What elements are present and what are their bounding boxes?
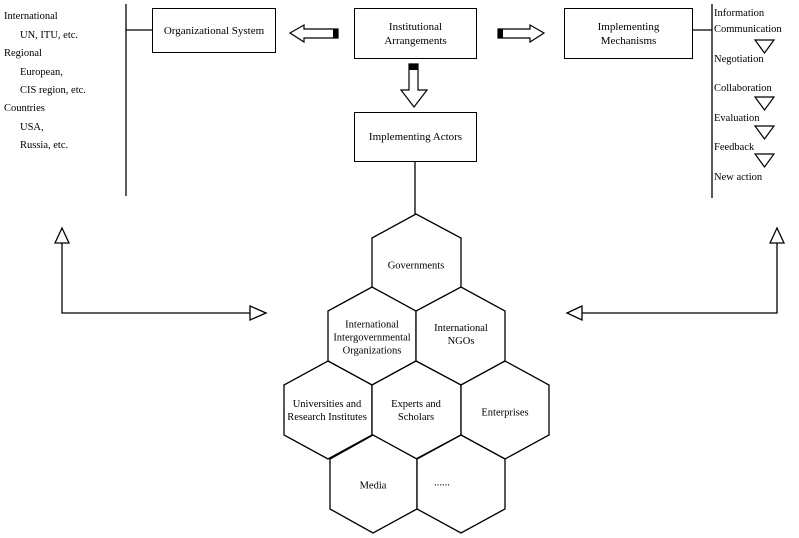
right-list-information: Information (714, 8, 765, 19)
right-list-new-action: New action (714, 172, 763, 183)
left-list-regional-item-1: European, (20, 67, 63, 78)
hex-label-universities: Universities and Research Institutes (287, 399, 367, 423)
left-list-international: International (4, 11, 58, 22)
right-list-triangles (753, 39, 776, 169)
left-list-countries-item-2: Russia, etc. (20, 140, 69, 151)
hex-label-experts: Experts and Scholars (391, 399, 441, 423)
institutional-arrangements-label: Institutional Arrangements (384, 20, 447, 47)
right-loop-arrow (565, 226, 786, 322)
hex-label-governments: Governments (387, 260, 445, 272)
left-list-regional: Regional (4, 48, 42, 59)
hex-label-ngos: International NGOs (434, 323, 488, 347)
implementing-mechanisms-box: Implementing Mechanisms (564, 8, 693, 59)
hexagon-cluster (283, 213, 550, 534)
left-loop-arrow (53, 226, 268, 321)
arrow-to-implementing-actors (399, 63, 429, 108)
left-list-countries: Countries (4, 103, 45, 114)
hex-label-ellipsis: ...... (434, 477, 450, 489)
hex-ellipsis (416, 434, 506, 534)
left-list-regional-item-2: CIS region, etc. (20, 85, 86, 96)
left-list-international-items: UN, ITU, etc. (20, 30, 79, 41)
right-list-communication: Communication (714, 24, 782, 35)
down-triangle-icon (753, 96, 776, 112)
implementing-actors-box: Implementing Actors (354, 112, 477, 162)
arrow-to-implementing-mechanisms (497, 23, 546, 44)
right-list-feedback: Feedback (714, 142, 755, 153)
implementing-mechanisms-label: Implementing Mechanisms (597, 20, 660, 47)
right-list-collaboration: Collaboration (714, 83, 772, 94)
organizational-system-box: Organizational System (152, 8, 276, 53)
right-list-negotiation: Negotiation (714, 54, 764, 65)
right-list-evaluation: Evaluation (714, 113, 760, 124)
hex-label-intergovernmental: International Intergovernmental Organiza… (333, 319, 411, 357)
down-triangle-icon (753, 125, 776, 141)
arrow-to-organizational-system (288, 23, 339, 44)
down-triangle-icon (753, 153, 776, 169)
hex-label-enterprises: Enterprises (481, 407, 529, 419)
implementing-actors-label: Implementing Actors (368, 131, 463, 143)
organizational-system-label: Organizational System (163, 24, 265, 37)
down-triangle-icon (753, 39, 776, 55)
institutional-arrangements-box: Institutional Arrangements (354, 8, 477, 59)
left-list-countries-item-1: USA, (20, 122, 44, 133)
hex-label-media: Media (359, 480, 387, 492)
